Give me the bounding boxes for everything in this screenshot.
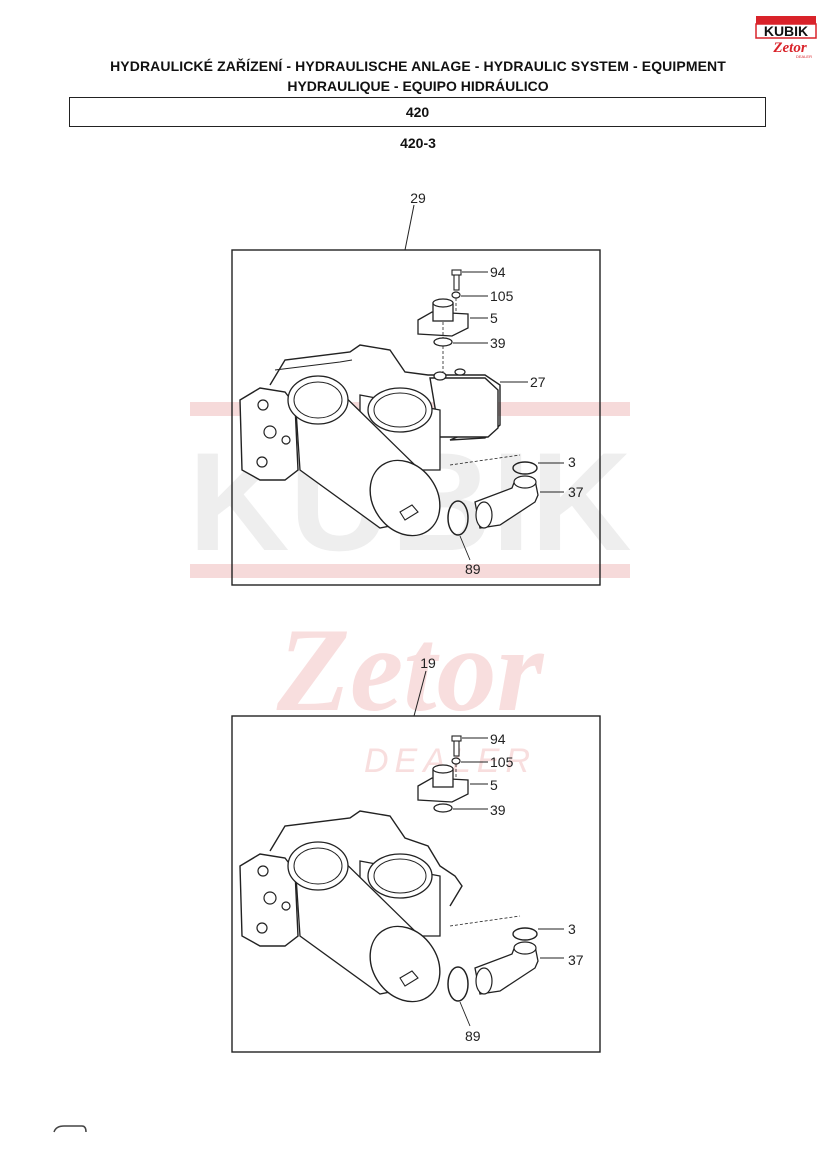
diagram-1-callout-3: 3 — [568, 454, 576, 470]
kubik-zetor-logo: KUBIK Zetor DEALER — [755, 16, 817, 59]
diagram-2-callout-3: 3 — [568, 921, 576, 937]
diagram-2-assembly-label: 19 — [420, 655, 436, 671]
diagram-1-frame — [231, 249, 601, 586]
diagram-1-callout-27: 27 — [530, 374, 546, 390]
diagram-1-assembly-label: 29 — [410, 190, 426, 206]
diagram-2-callout-89: 89 — [465, 1028, 481, 1044]
diagram-1-callout-39: 39 — [490, 335, 506, 351]
watermark-zetor-text: Zetor — [276, 603, 545, 736]
diagram-2-callout-37: 37 — [568, 952, 584, 968]
diagram-2-callout-5: 5 — [490, 777, 498, 793]
diagram-2-callout-39: 39 — [490, 802, 506, 818]
diagram-1-callout-5: 5 — [490, 310, 498, 326]
footer-mark-icon — [53, 1125, 87, 1133]
page-title-line1: HYDRAULICKÉ ZAŘÍZENÍ - HYDRAULISCHE ANLA… — [110, 58, 726, 74]
diagram-1-callout-89: 89 — [465, 561, 481, 577]
diagram-2-frame — [231, 715, 601, 1053]
group-number-box: 420 — [69, 97, 766, 127]
logo-dealer-text: DEALER — [796, 54, 812, 59]
page-title-line2: HYDRAULIQUE - EQUIPO HIDRÁULICO — [287, 78, 549, 94]
diagram-2-callout-94: 94 — [490, 731, 506, 747]
diagram-2-callout-105: 105 — [490, 754, 514, 770]
logo-kubik-text: KUBIK — [764, 23, 808, 39]
diagram-1-callout-37: 37 — [568, 484, 584, 500]
subgroup-number: 420-3 — [400, 135, 436, 151]
diagram-1-callout-105: 105 — [490, 288, 514, 304]
diagram-1-callout-94: 94 — [490, 264, 506, 280]
logo-zetor-text: Zetor — [772, 40, 806, 56]
watermark: KUBIK Zetor DEALER — [188, 402, 632, 780]
diagram-1-assembly-drawing — [239, 269, 565, 561]
